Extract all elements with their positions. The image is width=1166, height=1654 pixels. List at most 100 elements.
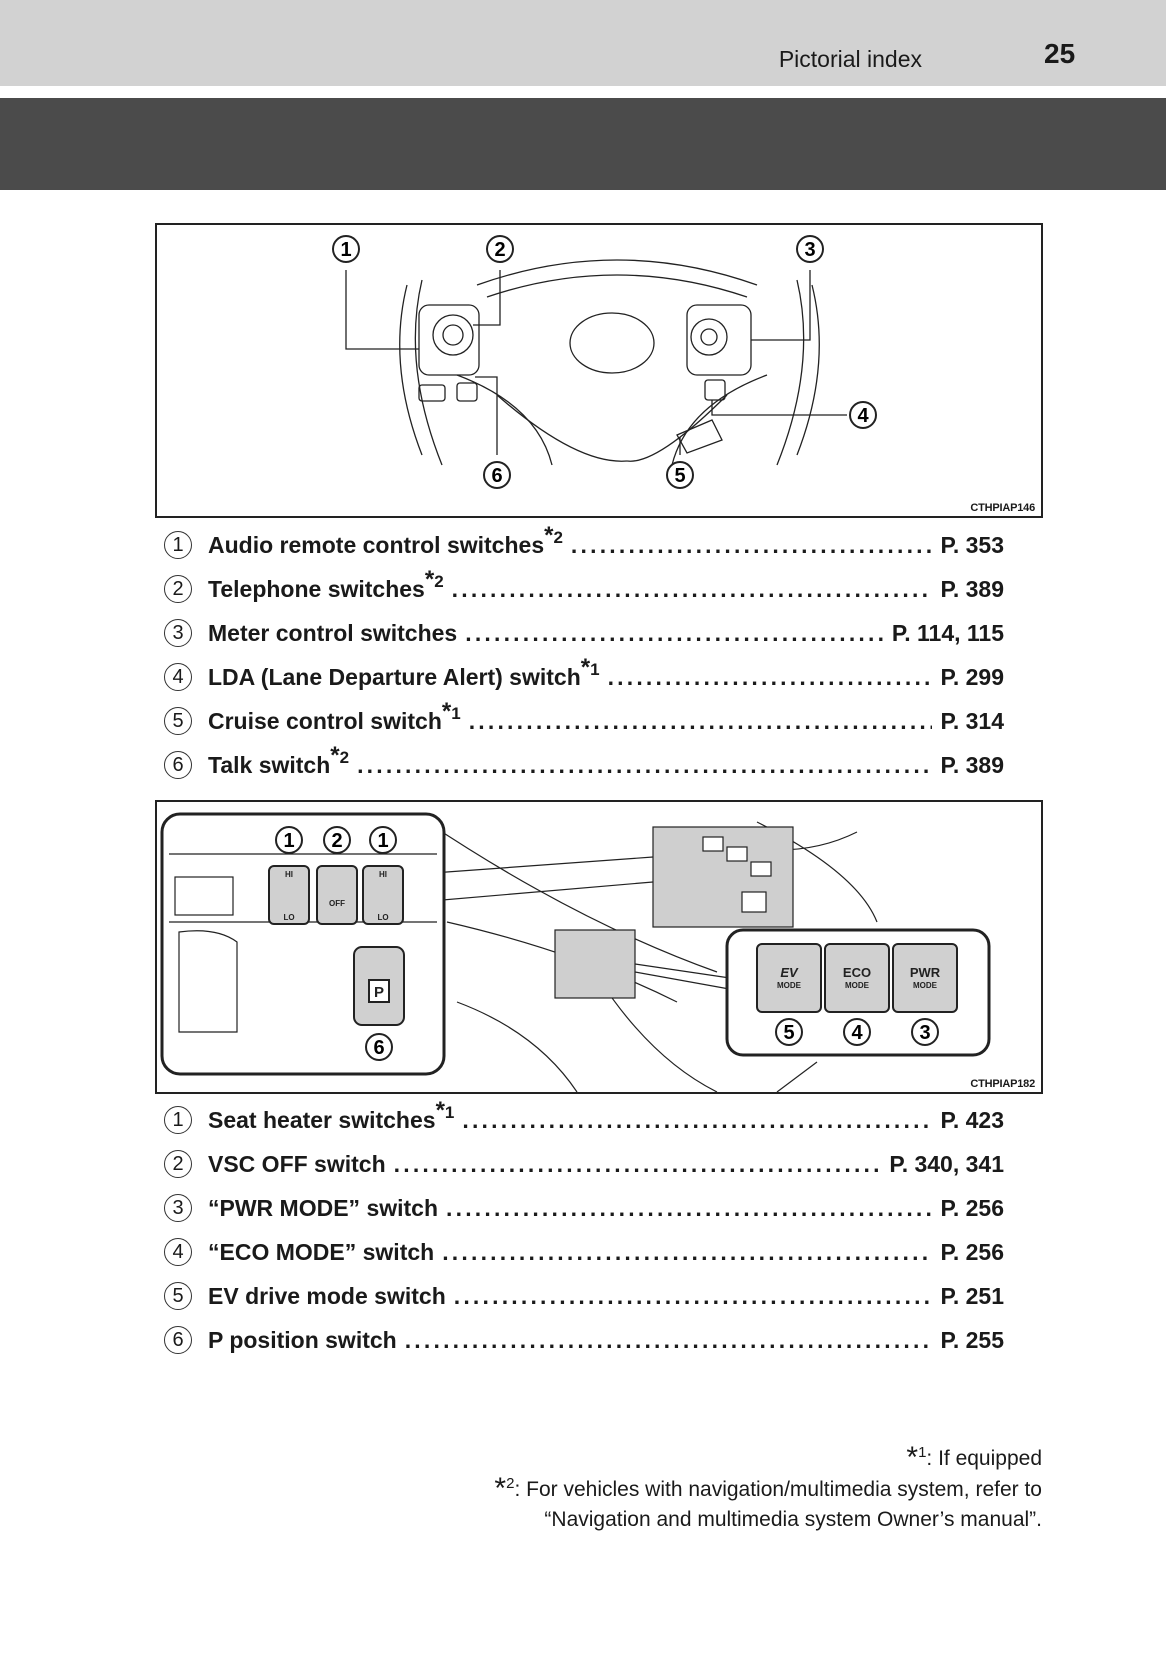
callout-2: 2 [323, 826, 351, 854]
svg-text:1: 1 [377, 830, 388, 852]
svg-text:1: 1 [283, 830, 294, 852]
item-label: LDA (Lane Departure Alert) switch*1 [208, 653, 600, 690]
steering-wheel-illustration: 1 2 3 4 5 6 CTHPIAP146 [155, 223, 1043, 518]
eco-text: ECO [843, 965, 871, 980]
item-number: 2 [164, 1150, 192, 1178]
dot-leader: ........................................… [453, 1282, 933, 1309]
list-item: 3 Meter control switches ...............… [164, 611, 1004, 655]
svg-text:3: 3 [804, 239, 815, 261]
callout-2: 2 [486, 235, 514, 263]
item-label: “ECO MODE” switch [208, 1238, 435, 1265]
list-item: 6 Talk switch*2 ........................… [164, 743, 1004, 787]
dot-leader: ........................................… [607, 663, 933, 690]
item-number: 3 [164, 619, 192, 647]
page-reference[interactable]: P. 256 [940, 1194, 1004, 1221]
list-item: 1 Seat heater switches*1 ...............… [164, 1098, 1004, 1142]
dot-leader: ........................................… [357, 751, 933, 778]
svg-text:5: 5 [674, 465, 685, 487]
footnote-1: *1: If equipped [906, 1441, 1042, 1474]
svg-text:6: 6 [373, 1037, 384, 1059]
section-title: Pictorial index [778, 46, 922, 72]
dot-leader: ........................................… [446, 1194, 932, 1221]
svg-text:4: 4 [857, 405, 869, 427]
callout-1: 1 [275, 826, 303, 854]
page-reference[interactable]: P. 314 [940, 707, 1004, 734]
dot-leader: ........................................… [393, 1150, 882, 1177]
item-number: 2 [164, 575, 192, 603]
callout-3: 3 [911, 1018, 939, 1046]
index-list-1: 1 Audio remote control switches*2 ......… [164, 523, 1004, 787]
page-reference[interactable]: P. 340, 341 [889, 1150, 1004, 1177]
list-item: 6 P position switch ....................… [164, 1318, 1004, 1362]
callout-5: 5 [666, 461, 694, 489]
item-number: 1 [164, 531, 192, 559]
item-label: Audio remote control switches*2 [208, 521, 563, 558]
index-list-2: 1 Seat heater switches*1 ...............… [164, 1098, 1004, 1362]
callout-4: 4 [843, 1018, 871, 1046]
svg-text:3: 3 [919, 1022, 930, 1044]
page-reference[interactable]: P. 423 [940, 1106, 1004, 1133]
seat-heater-right [362, 865, 404, 925]
item-label: Meter control switches [208, 619, 458, 646]
ev-text: EV [780, 965, 799, 980]
page-reference[interactable]: P. 255 [940, 1326, 1004, 1353]
item-label: VSC OFF switch [208, 1150, 386, 1177]
item-number: 5 [164, 707, 192, 735]
callout-1: 1 [332, 235, 360, 263]
page-reference[interactable]: P. 256 [940, 1238, 1004, 1265]
item-number: 6 [164, 751, 192, 779]
list-item: 3 “PWR MODE” switch ....................… [164, 1186, 1004, 1230]
chapter-band [0, 98, 1166, 190]
svg-text:2: 2 [331, 830, 342, 852]
page-reference[interactable]: P. 114, 115 [891, 619, 1004, 646]
figure-code: CTHPIAP182 [970, 1078, 1035, 1090]
item-label: EV drive mode switch [208, 1282, 446, 1309]
callout-6: 6 [365, 1033, 393, 1061]
steering-wheel-drawing: 1 2 3 4 5 6 [332, 235, 877, 489]
header-bar [0, 0, 1166, 86]
callout-4: 4 [849, 401, 877, 429]
item-number: 5 [164, 1282, 192, 1310]
callout-3: 3 [796, 235, 824, 263]
page-reference[interactable]: P. 389 [940, 575, 1004, 602]
lo-text-right: LO [377, 913, 388, 922]
pwr-text: PWR [910, 965, 941, 980]
dot-leader: ........................................… [404, 1326, 933, 1353]
item-label: Telephone switches*2 [208, 565, 444, 602]
item-number: 4 [164, 1238, 192, 1266]
page-reference[interactable]: P. 389 [940, 751, 1004, 778]
page-number: 25 [1044, 38, 1076, 69]
item-label: P position switch [208, 1326, 397, 1353]
callout-1b: 1 [369, 826, 397, 854]
list-item: 2 VSC OFF switch .......................… [164, 1142, 1004, 1186]
pwr-mode-text: MODE [913, 981, 938, 990]
list-item: 4 LDA (Lane Departure Alert) switch*1 ..… [164, 655, 1004, 699]
svg-text:6: 6 [491, 465, 502, 487]
hi-text-right: HI [379, 870, 387, 879]
page-reference[interactable]: P. 353 [940, 531, 1004, 558]
console-illustration: HI LO OFF HI LO P EV MODE ECO MODE PWR M… [155, 800, 1043, 1094]
hi-text: HI [285, 870, 293, 879]
svg-text:4: 4 [851, 1022, 863, 1044]
off-text: OFF [329, 899, 345, 908]
item-label: Talk switch*2 [208, 741, 350, 778]
list-item: 2 Telephone switches*2 .................… [164, 567, 1004, 611]
svg-text:1: 1 [340, 239, 351, 261]
footnote-2: *2: For vehicles with navigation/multime… [494, 1472, 1042, 1505]
figure-code: CTHPIAP146 [970, 502, 1035, 514]
ev-mode-text: MODE [777, 981, 802, 990]
ev-mode-switch [756, 943, 822, 1013]
item-number: 1 [164, 1106, 192, 1134]
pwr-mode-switch [892, 943, 958, 1013]
console-drawing: HI LO OFF HI LO P EV MODE ECO MODE PWR M… [160, 812, 991, 1092]
left-inset [160, 812, 446, 1076]
dot-leader: ........................................… [462, 1106, 933, 1133]
page-reference[interactable]: P. 251 [940, 1282, 1004, 1309]
seat-heater-left [268, 865, 310, 925]
footnote-2-continued: “Navigation and multimedia system Owner’… [544, 1508, 1042, 1531]
callout-5: 5 [775, 1018, 803, 1046]
svg-text:2: 2 [494, 239, 505, 261]
page-reference[interactable]: P. 299 [940, 663, 1004, 690]
item-number: 3 [164, 1194, 192, 1222]
list-item: 5 Cruise control switch*1 ..............… [164, 699, 1004, 743]
